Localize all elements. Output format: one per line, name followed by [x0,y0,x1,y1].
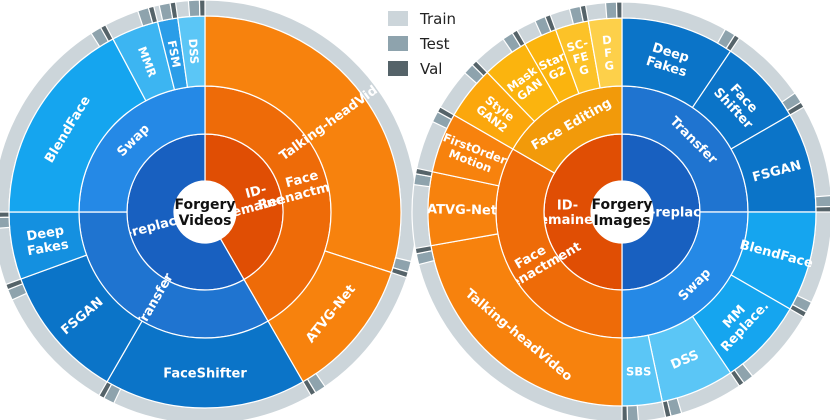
label-deepfakes: DeepFakes [24,223,70,259]
label-sbs: SBS [626,364,651,378]
legend-swatch-test [388,36,408,51]
label-atvg-net: ATVG-Net [427,202,497,218]
sunburst-forgery-videos: ID-remainedFaceReenactmentTalking-headVi… [0,0,418,420]
legend-item-test: Test [388,31,456,56]
center-disc [591,181,653,243]
legend: Train Test Val [388,6,456,81]
segment-dfg [587,17,623,89]
label-id-replaced: ID-replaced [634,206,719,221]
split-marker-val-sbs [621,405,629,420]
split-marker-val-dss [198,0,206,17]
legend-swatch-val [388,61,408,76]
sunburst-forgery-images: ID-replacedTransferDeepFakesFaceShifterF… [411,1,830,420]
segment-dss [177,15,206,88]
split-marker-test-dss [187,0,201,18]
legend-swatch-train [388,11,408,26]
split-marker-test-deepfakes [0,216,11,229]
split-marker-val-fsgan [815,205,830,213]
label-sc-feg: SC-FEG [565,36,597,80]
label-id-remained: ID-remained [533,198,602,228]
legend-label-val: Val [420,59,443,78]
legend-label-train: Train [420,9,456,28]
split-marker-val-dfg [615,1,623,19]
label-dfg: DFG [602,33,615,73]
split-marker-val-deepfakes [0,211,10,218]
legend-item-train: Train [388,6,456,31]
legend-item-val: Val [388,56,456,81]
label-deepfakes: DeepFakes [644,40,693,81]
label-fsm: FSM [165,39,184,69]
legend-label-test: Test [420,34,450,53]
split-marker-test-fsgan [814,195,830,208]
label-faceshifter: FaceShifter [163,367,247,382]
split-marker-test-dfg [604,1,618,20]
center-disc [174,181,236,243]
split-marker-test-sbs [626,404,639,420]
label-starg2: StarG2 [536,49,572,85]
label-dss: DSS [186,38,202,65]
